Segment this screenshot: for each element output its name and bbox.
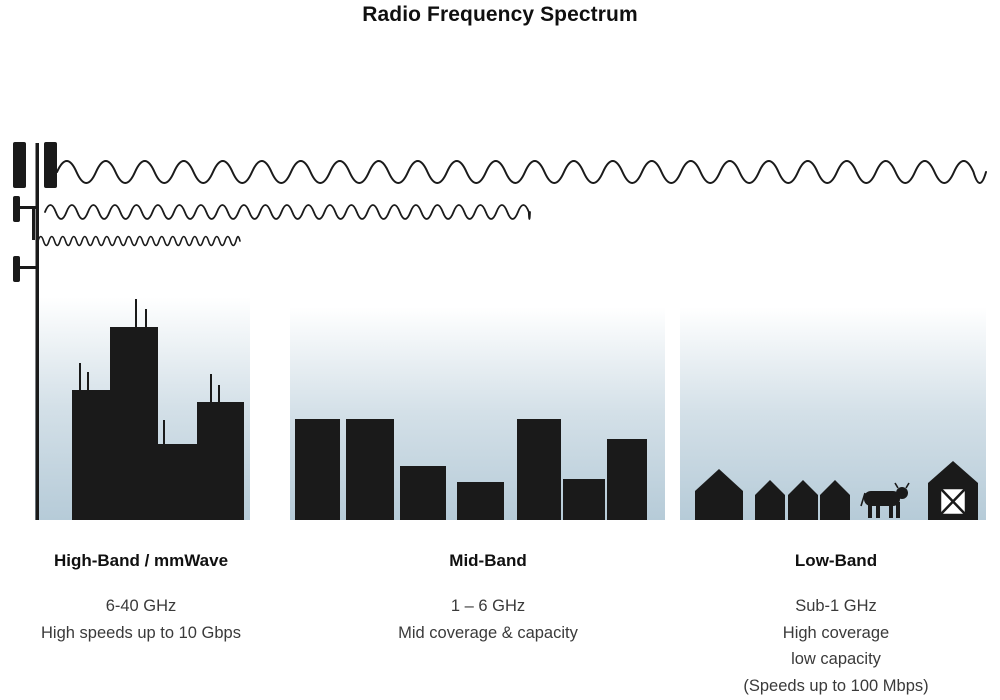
cow-icon <box>860 482 910 518</box>
rooftop-antenna <box>218 385 220 403</box>
mid-frequency-wave-icon <box>44 204 531 220</box>
rooftop-antenna <box>163 420 165 445</box>
building <box>158 444 197 520</box>
antenna-panel <box>13 256 20 282</box>
antenna-mast <box>32 208 35 240</box>
building <box>457 482 504 520</box>
building <box>72 390 110 520</box>
building <box>400 466 446 520</box>
building <box>346 419 394 520</box>
rooftop-antenna <box>135 299 137 328</box>
antenna-arm <box>20 266 37 269</box>
tower-mast <box>35 143 39 520</box>
building <box>295 419 340 520</box>
band-detail-line: 1 – 6 GHz <box>450 597 526 615</box>
building <box>607 439 647 520</box>
band-detail-line: High speeds up to 10 Gbps <box>41 623 241 642</box>
house-icon <box>755 480 785 520</box>
high-band-skyline <box>72 299 244 520</box>
building <box>563 479 605 520</box>
low-band-scene <box>695 461 978 520</box>
band-label-high-band: High-Band / mmWave <box>53 551 229 570</box>
band-details-high-band: 6-40 GHz High speeds up to 10 Gbps <box>30 593 252 646</box>
building <box>517 419 561 520</box>
band-label-mid-band: Mid-Band <box>449 551 527 570</box>
rooftop-antenna <box>145 309 147 328</box>
band-details-low-band: Sub-1 GHz High coverage low capacity (Sp… <box>714 593 958 699</box>
diagram-title: Radio Frequency Spectrum <box>362 3 638 26</box>
antenna-panel <box>13 196 20 222</box>
barn-door-crossbuck <box>939 487 967 516</box>
rooftop-antenna <box>79 363 81 391</box>
house-icon <box>820 480 850 520</box>
antenna-panel <box>44 142 57 188</box>
low-frequency-wave-icon <box>56 160 987 184</box>
band-detail-line: (Speeds up to 100 Mbps) <box>743 676 929 695</box>
mid-band-skyline <box>295 419 647 520</box>
house-icon <box>788 480 818 520</box>
rooftop-antenna <box>210 374 212 403</box>
building <box>197 402 244 520</box>
band-detail-line: 6-40 GHz <box>105 597 177 615</box>
rooftop-antenna <box>87 372 89 391</box>
band-detail-line: Sub-1 GHz <box>795 597 877 615</box>
band-detail-line: High coverage <box>782 623 890 642</box>
high-frequency-wave-icon <box>37 235 241 247</box>
cell-tower-icon <box>13 142 57 520</box>
band-label-low-band: Low-Band <box>794 551 878 570</box>
building <box>110 327 158 520</box>
house-icon <box>695 469 743 520</box>
band-detail-line: low capacity <box>791 650 881 668</box>
cow-horns-tail <box>860 482 910 507</box>
barn-icon <box>928 461 978 520</box>
antenna-panel <box>13 142 26 188</box>
band-detail-line: Mid coverage & capacity <box>398 623 578 642</box>
antenna-arm <box>20 206 37 209</box>
band-details-mid-band: 1 – 6 GHz Mid coverage & capacity <box>377 593 599 646</box>
